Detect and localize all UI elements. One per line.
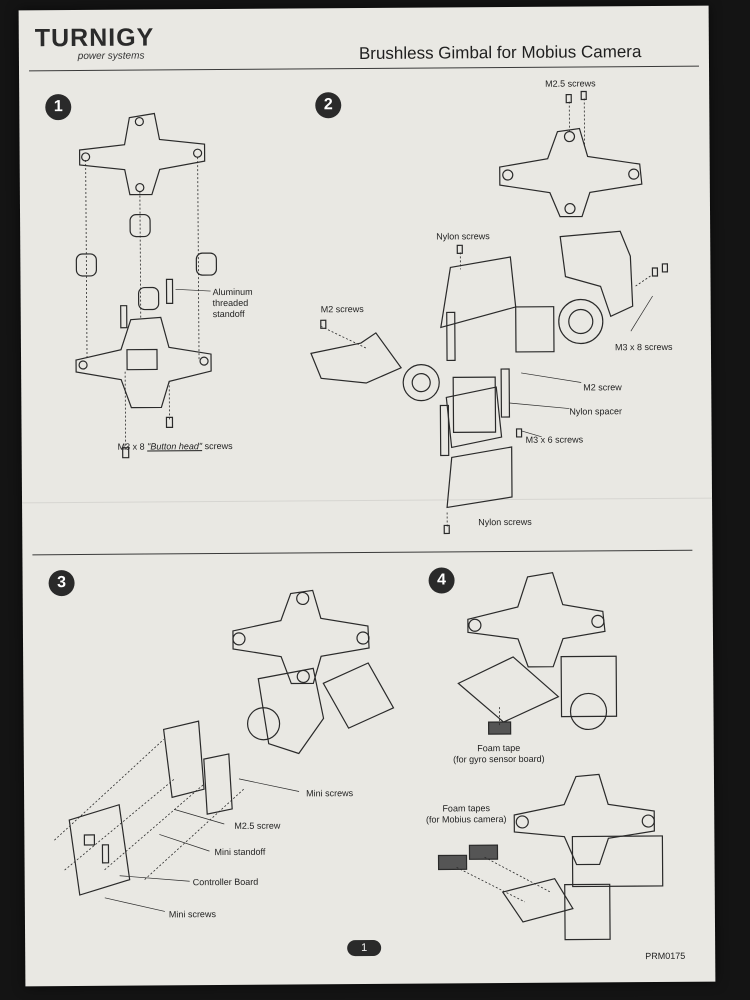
- cross-plate-icon: [499, 127, 643, 218]
- label-button-head-screws: M3 x 8 "Button head" screws: [118, 441, 233, 453]
- instruction-sheet: TURNIGY power systems Brushless Gimbal f…: [18, 5, 716, 987]
- damper-icon: [75, 213, 218, 311]
- label-emphasis: "Button head": [147, 441, 203, 452]
- cross-plate-icon: [467, 572, 606, 668]
- screw-icon: [320, 90, 669, 535]
- label-m3x8-screws: M3 x 8 screws: [614, 341, 673, 353]
- cross-plate-icon: [513, 773, 655, 866]
- label-m25-screw: M2.5 screw: [234, 820, 281, 831]
- motor-icon: [569, 692, 608, 731]
- motor-icon: [402, 298, 604, 402]
- bracket-icon: [440, 230, 634, 509]
- label-foam-tapes: Foam tapes (for Mobius camera): [425, 803, 507, 825]
- cross-plate-icon: [75, 316, 212, 409]
- label-controller-board: Controller Board: [192, 876, 259, 888]
- label-m2-screw: M2 screw: [583, 382, 622, 393]
- bracket-icon: [257, 667, 325, 755]
- page-number: 1: [347, 939, 382, 957]
- screw-icon: [122, 416, 174, 459]
- cross-plate-icon: [78, 112, 206, 196]
- motor-icon: [246, 707, 281, 741]
- label-mini-standoff: Mini standoff: [214, 846, 266, 858]
- label-m2-screws: M2 screws: [320, 304, 364, 315]
- label-mini-screws-right: Mini screws: [306, 788, 354, 799]
- label-m25-screws: M2.5 screws: [545, 78, 596, 89]
- label-mini-screws-bottom: Mini screws: [168, 909, 216, 920]
- label-aluminum-standoff: Aluminum threaded standoff: [212, 286, 253, 320]
- controller-board-icon: [68, 803, 131, 896]
- assembly-diagram: [54, 90, 669, 941]
- document-code: PRM0175: [645, 950, 686, 962]
- label-nylon-screws-top: Nylon screws: [436, 231, 490, 242]
- cross-plate-icon: [232, 589, 370, 685]
- label-nylon-spacer: Nylon spacer: [569, 406, 622, 417]
- label-nylon-screws-bottom: Nylon screws: [478, 516, 532, 528]
- label-foam-tape: Foam tape (for gyro sensor board): [453, 742, 545, 765]
- label-text: screws: [202, 440, 233, 452]
- label-m3x6-screws: M3 x 6 screws: [525, 434, 584, 445]
- label-text: M3 x 8: [117, 441, 148, 452]
